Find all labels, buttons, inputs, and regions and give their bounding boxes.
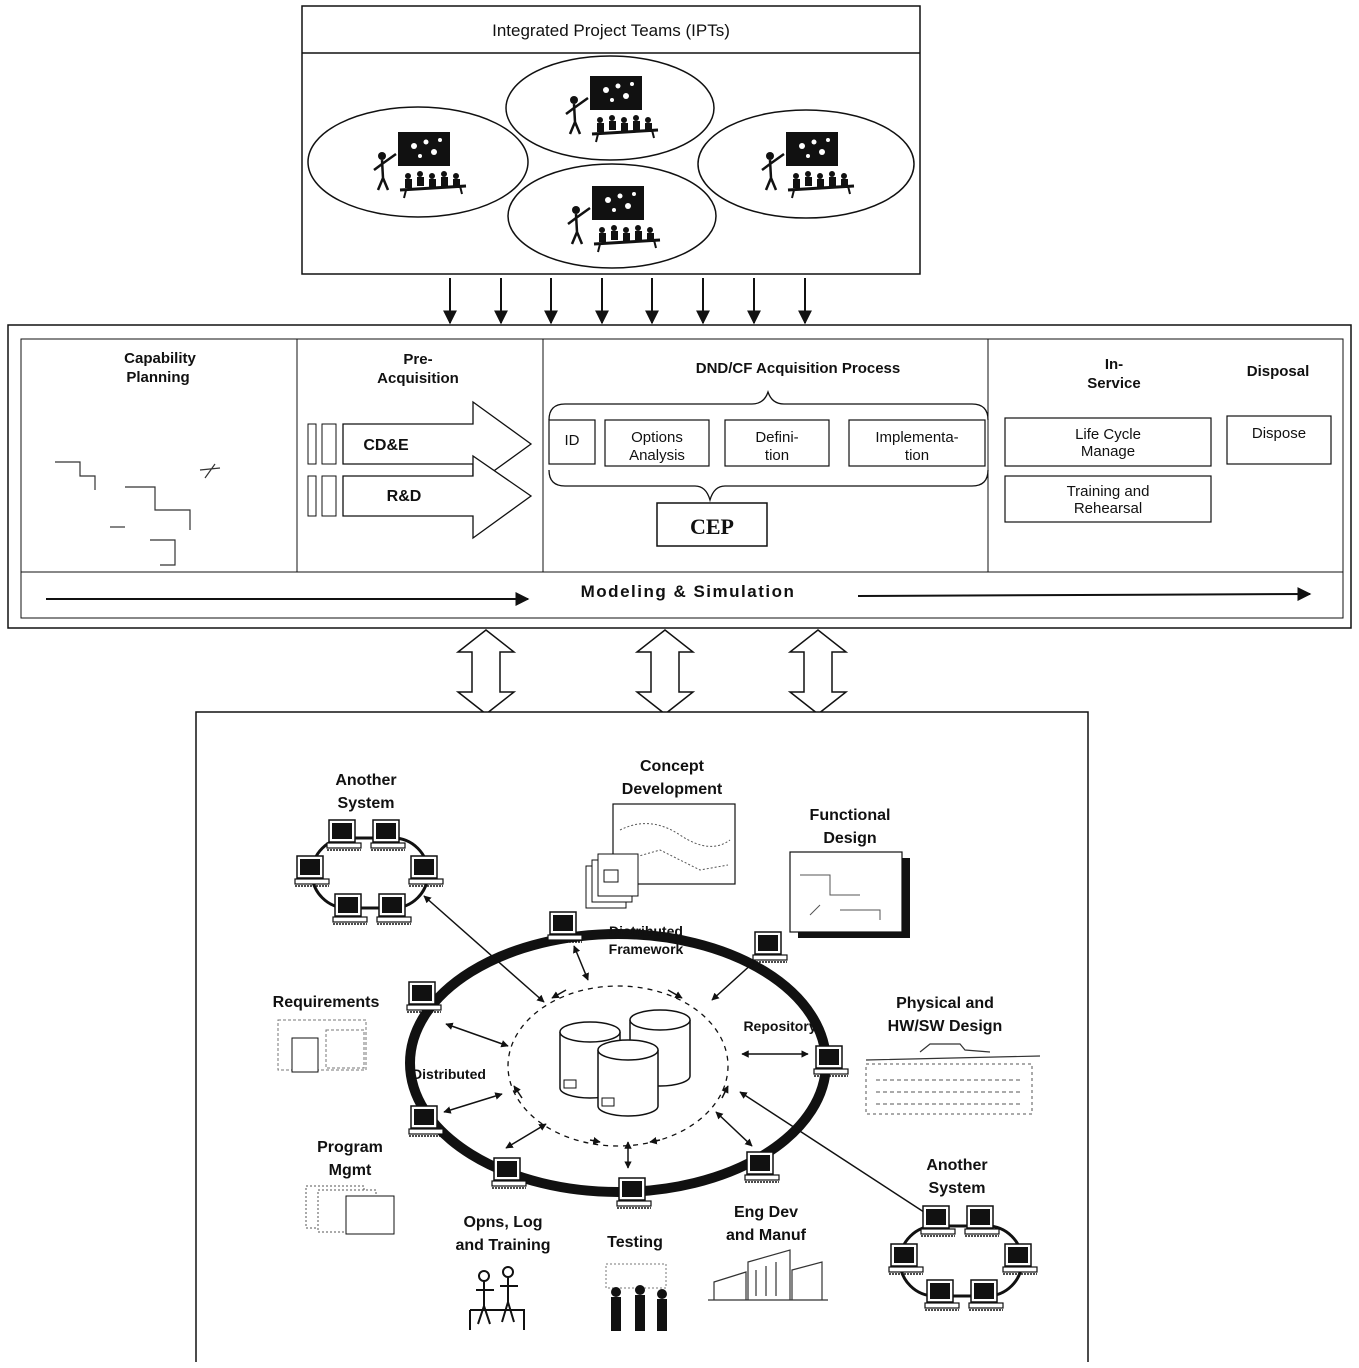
pre-acq-line1: Pre- bbox=[403, 351, 432, 368]
modeling-simulation-bar: Modeling & Simulation bbox=[46, 582, 1312, 606]
distributed-label: Distributed bbox=[412, 1066, 486, 1082]
team-ellipse-bottom bbox=[507, 163, 717, 269]
cep-label: CEP bbox=[690, 514, 734, 539]
network-panel: Another System Another System Concept De… bbox=[195, 711, 1089, 1362]
program-mgmt-line2: Mgmt bbox=[329, 1162, 372, 1179]
workstation-links bbox=[423, 895, 931, 1217]
life-cycle-line2: Manage bbox=[1081, 443, 1135, 460]
another-system-bottom: Another System bbox=[888, 1157, 1038, 1311]
step-options-box bbox=[604, 419, 710, 467]
capability-label-line1: Capability bbox=[124, 350, 196, 367]
bidirectional-arrows bbox=[455, 629, 849, 715]
another-system-bottom-line2: System bbox=[929, 1180, 986, 1197]
functional-design-line1: Functional bbox=[810, 807, 891, 824]
eng-dev-line2: and Manuf bbox=[726, 1227, 807, 1244]
opns-log-training: Opns, Log and Training bbox=[455, 1214, 551, 1330]
life-cycle-line1: Life Cycle bbox=[1075, 426, 1141, 443]
disposal-section: Disposal Dispose bbox=[1226, 363, 1332, 465]
requirements: Requirements bbox=[273, 994, 380, 1073]
in-service-line1: In- bbox=[1105, 356, 1123, 373]
r-d-label: R&D bbox=[387, 488, 422, 505]
team-ellipse-left bbox=[307, 106, 529, 218]
eng-dev-manuf: Eng Dev and Manuf bbox=[708, 1204, 828, 1301]
team-ellipse-right bbox=[697, 109, 915, 219]
step-definition-line1: Defini- bbox=[755, 429, 798, 446]
functional-design-line2: Design bbox=[823, 830, 876, 847]
pre-acquisition-section: Pre- Acquisition CD&E R&D bbox=[307, 351, 533, 540]
cep-box bbox=[656, 502, 768, 547]
testing: Testing bbox=[605, 1234, 667, 1331]
concept-dev-line1: Concept bbox=[640, 758, 705, 775]
ipt-panel: Integrated Project Teams (IPTs) bbox=[301, 5, 921, 275]
another-system-top-line1: Another bbox=[335, 772, 396, 789]
faint-sketch bbox=[55, 461, 221, 566]
step-implementation-line1: Implementa- bbox=[875, 429, 958, 446]
r-d-arrow: R&D bbox=[307, 454, 533, 540]
step-id-box bbox=[548, 419, 596, 465]
functional-design: Functional Design bbox=[789, 807, 910, 938]
pre-acq-line2: Acquisition bbox=[377, 370, 459, 387]
repository-arrows bbox=[513, 989, 729, 1145]
in-service-section: In- Service Life Cycle Manage Training a… bbox=[1004, 356, 1212, 523]
another-system-top: Another System bbox=[294, 772, 444, 925]
training-line1: Training and bbox=[1067, 483, 1150, 500]
life-cycle-box bbox=[1004, 417, 1212, 467]
training-box bbox=[1004, 475, 1212, 523]
acquisition-title: DND/CF Acquisition Process bbox=[696, 360, 900, 377]
in-service-line2: Service bbox=[1087, 375, 1140, 392]
ipt-feed-arrows bbox=[443, 278, 812, 325]
physical-hw-sw-design: Physical and HW/SW Design bbox=[865, 995, 1041, 1115]
requirements-label: Requirements bbox=[273, 994, 380, 1011]
step-options-line1: Options bbox=[631, 429, 683, 446]
repository-label: Repository bbox=[743, 1018, 816, 1034]
program-mgmt-line1: Program bbox=[317, 1139, 383, 1156]
database-cylinder-icon bbox=[597, 1039, 659, 1117]
another-system-top-line2: System bbox=[338, 795, 395, 812]
concept-development: Concept Development bbox=[585, 758, 736, 909]
distributed-framework-line1: Distributed bbox=[609, 923, 683, 939]
step-definition-box bbox=[724, 419, 830, 467]
opns-line1: Opns, Log bbox=[463, 1214, 542, 1231]
capability-planning-section: Capability Planning bbox=[55, 350, 221, 566]
lifecycle-panel: Capability Planning Pre- Acquisition CD&… bbox=[7, 324, 1352, 629]
program-mgmt: Program Mgmt bbox=[305, 1139, 395, 1235]
step-implementation-box bbox=[848, 419, 986, 467]
acquisition-process-section: DND/CF Acquisition Process ID Options An… bbox=[548, 360, 989, 547]
team-ellipse-top bbox=[505, 55, 715, 161]
testing-label: Testing bbox=[607, 1234, 663, 1251]
step-definition-line2: tion bbox=[765, 447, 789, 464]
modeling-label: Modeling & Simulation bbox=[581, 582, 796, 601]
distributed-framework-line2: Framework bbox=[609, 941, 684, 957]
step-options-line2: Analysis bbox=[629, 447, 685, 464]
top-brace bbox=[548, 389, 989, 421]
physical-design-line2: HW/SW Design bbox=[888, 1018, 1003, 1035]
repository-ring bbox=[507, 985, 729, 1147]
opns-line2: and Training bbox=[455, 1237, 550, 1254]
dispose-label: Dispose bbox=[1252, 425, 1306, 442]
eng-dev-line1: Eng Dev bbox=[734, 1204, 798, 1221]
capability-label-line2: Planning bbox=[126, 369, 189, 386]
another-system-bottom-line1: Another bbox=[926, 1157, 987, 1174]
training-line2: Rehearsal bbox=[1074, 500, 1142, 517]
concept-dev-line2: Development bbox=[622, 781, 723, 798]
physical-design-line1: Physical and bbox=[896, 995, 994, 1012]
disposal-title: Disposal bbox=[1247, 363, 1310, 380]
step-id-label: ID bbox=[565, 432, 580, 449]
step-implementation-line2: tion bbox=[905, 447, 929, 464]
bottom-brace bbox=[548, 469, 989, 503]
dispose-box bbox=[1226, 415, 1332, 465]
ipt-title: Integrated Project Teams (IPTs) bbox=[492, 21, 730, 40]
cd-e-label: CD&E bbox=[363, 437, 409, 454]
